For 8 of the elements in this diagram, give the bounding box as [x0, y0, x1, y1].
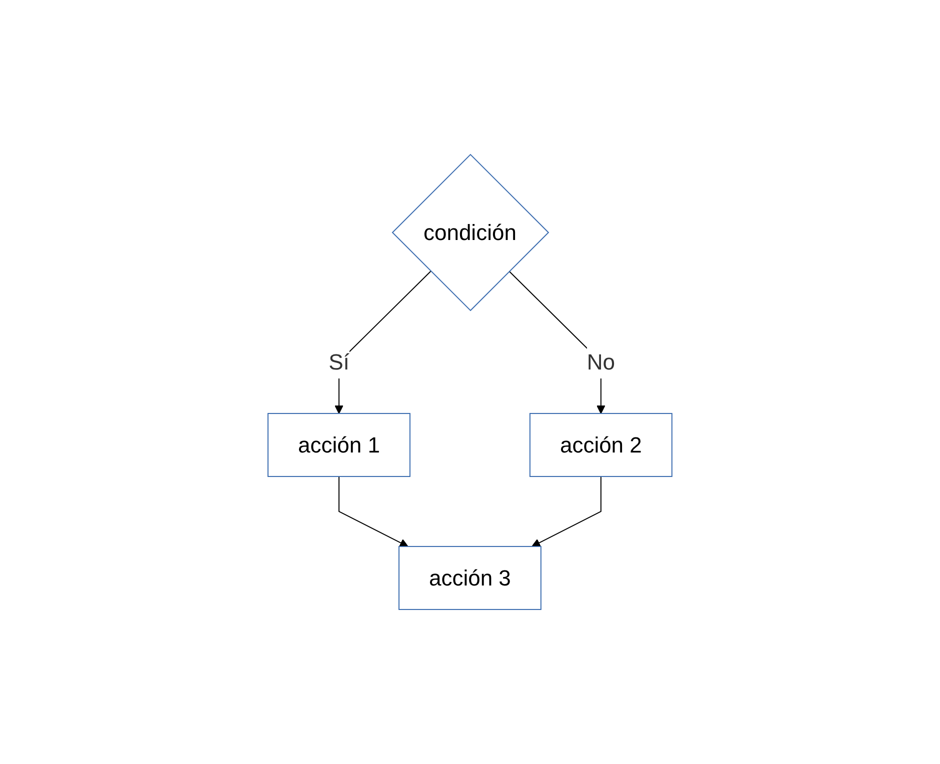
node-box: acción 1 [268, 412, 410, 477]
arrow [532, 476, 602, 547]
edge-label: Sí [328, 349, 350, 374]
edge-label: No [586, 349, 616, 374]
node-diamond: condición [392, 154, 550, 312]
node-box: acción 2 [530, 412, 672, 477]
node-box: acción 3 [398, 546, 542, 610]
arrow [338, 476, 408, 547]
